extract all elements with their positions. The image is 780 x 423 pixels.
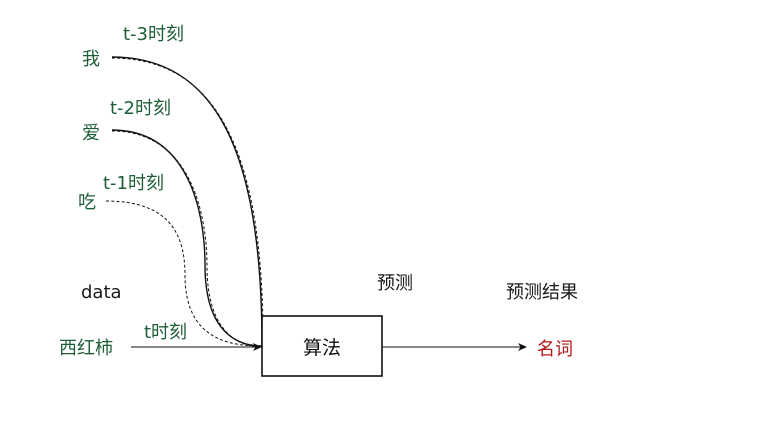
algorithm-label: 算法 [303, 337, 341, 359]
predict-label: 预测 [377, 273, 413, 294]
result-value: 名词 [537, 339, 573, 360]
input-word-t0: 西红柿 [59, 338, 113, 359]
connector-t3-dash [111, 57, 264, 347]
data-label: data [81, 282, 122, 303]
time-label-t1: t-1时刻 [103, 173, 164, 194]
connector-t1 [105, 200, 263, 347]
time-label-t0: t时刻 [144, 322, 187, 343]
result-heading: 预测结果 [506, 282, 578, 303]
input-word-t2: 爱 [82, 123, 100, 144]
connector-t3 [111, 56, 263, 346]
time-label-t2: t-2时刻 [110, 98, 171, 119]
time-label-t3: t-3时刻 [123, 24, 184, 45]
input-word-t1: 吃 [78, 192, 96, 213]
connector-t2-dash [111, 130, 263, 348]
input-word-t3: 我 [82, 49, 100, 70]
algorithm-box [261, 315, 383, 377]
